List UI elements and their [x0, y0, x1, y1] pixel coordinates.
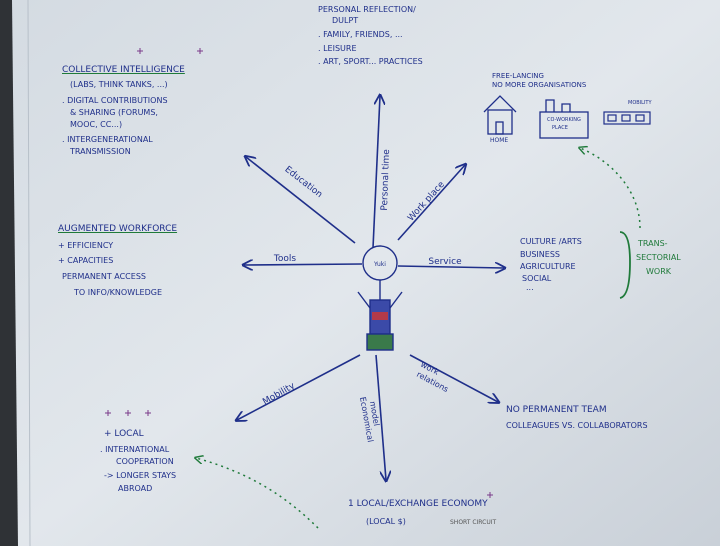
- house-drawing: [483, 95, 517, 135]
- head-label: Yuki: [373, 261, 386, 268]
- relations-line-1: No permanent team: [506, 405, 607, 415]
- tools-line-4: permanent access: [62, 272, 146, 281]
- arrow-tools: [244, 264, 363, 265]
- mobility-line-4: -> longer stays: [104, 471, 177, 480]
- arrow-education: [246, 157, 356, 244]
- top-line-5: . art, sport... practices: [318, 57, 423, 66]
- bracket-line-3: work: [646, 267, 672, 276]
- label-service: Service: [428, 257, 462, 267]
- mobility-drawing-label: Mobility: [628, 100, 652, 106]
- arrow-work-place: [397, 165, 465, 241]
- tram-drawing: [603, 111, 651, 125]
- service-line-1: Culture /arts: [520, 237, 582, 246]
- service-line-4: social: [522, 274, 552, 283]
- arrow-mobility: [237, 354, 361, 420]
- top-line-3: . family, friends, ...: [318, 30, 403, 39]
- bracket: [619, 231, 631, 299]
- mobility-line-5: abroad: [118, 484, 153, 493]
- service-line-2: business: [520, 250, 560, 259]
- education-line-1: Collective intelligence: [62, 65, 185, 75]
- coworking-label-1: Co-working: [547, 117, 581, 123]
- education-line-3: . digital contributions: [62, 96, 168, 105]
- economy-line-2: (local $): [366, 517, 406, 526]
- service-line-3: agriculture: [520, 262, 576, 271]
- education-line-5: mooc, cc...): [70, 120, 123, 129]
- top-line-1: Personal reflection/: [318, 5, 416, 14]
- arrow-personal-time: [372, 96, 380, 249]
- bracket-line-1: Trans-: [638, 239, 668, 248]
- economy-line-1: 1 local/exchange economy: [348, 499, 488, 509]
- label-model: model: [368, 401, 381, 427]
- mobility-line-1: + local: [104, 429, 144, 439]
- economy-note: short circuit: [450, 519, 497, 526]
- top-line-4: . leisure: [318, 44, 357, 53]
- mobility-line-3: cooperation: [116, 457, 174, 466]
- label-tools: Tools: [273, 254, 296, 264]
- bracket-line-2: sectorial: [636, 253, 681, 262]
- mobility-line-2: . international: [100, 445, 170, 454]
- service-line-5: ...: [526, 283, 534, 292]
- tools-line-2: + efficiency: [58, 241, 114, 250]
- coworking-drawing: [539, 99, 589, 139]
- relations-line-2: colleagues vs. collaborators: [506, 421, 648, 430]
- arrow-economical: [375, 354, 386, 480]
- coworking-label-2: place: [552, 125, 568, 131]
- center-figure: [357, 245, 403, 351]
- education-line-2: (labs, think tanks, ...): [70, 80, 168, 89]
- education-line-4: & sharing (forums,: [70, 108, 158, 117]
- tools-line-3: + capacities: [58, 256, 114, 265]
- label-personal-time: Personal time: [380, 149, 392, 211]
- tools-line-1: Augmented workforce: [58, 224, 178, 234]
- education-line-7: transmission: [70, 147, 131, 156]
- tools-line-5: to info/knowledge: [74, 288, 163, 297]
- arrow-service: [397, 266, 504, 268]
- workplace-header-2: no more organisations: [492, 81, 587, 89]
- home-label: Home: [490, 137, 509, 144]
- arrow-work-relations: [409, 354, 498, 402]
- education-line-6: . intergenerational: [62, 135, 153, 144]
- workplace-header-1: Free-lancing: [492, 72, 544, 80]
- top-line-2: dulpt: [332, 16, 359, 25]
